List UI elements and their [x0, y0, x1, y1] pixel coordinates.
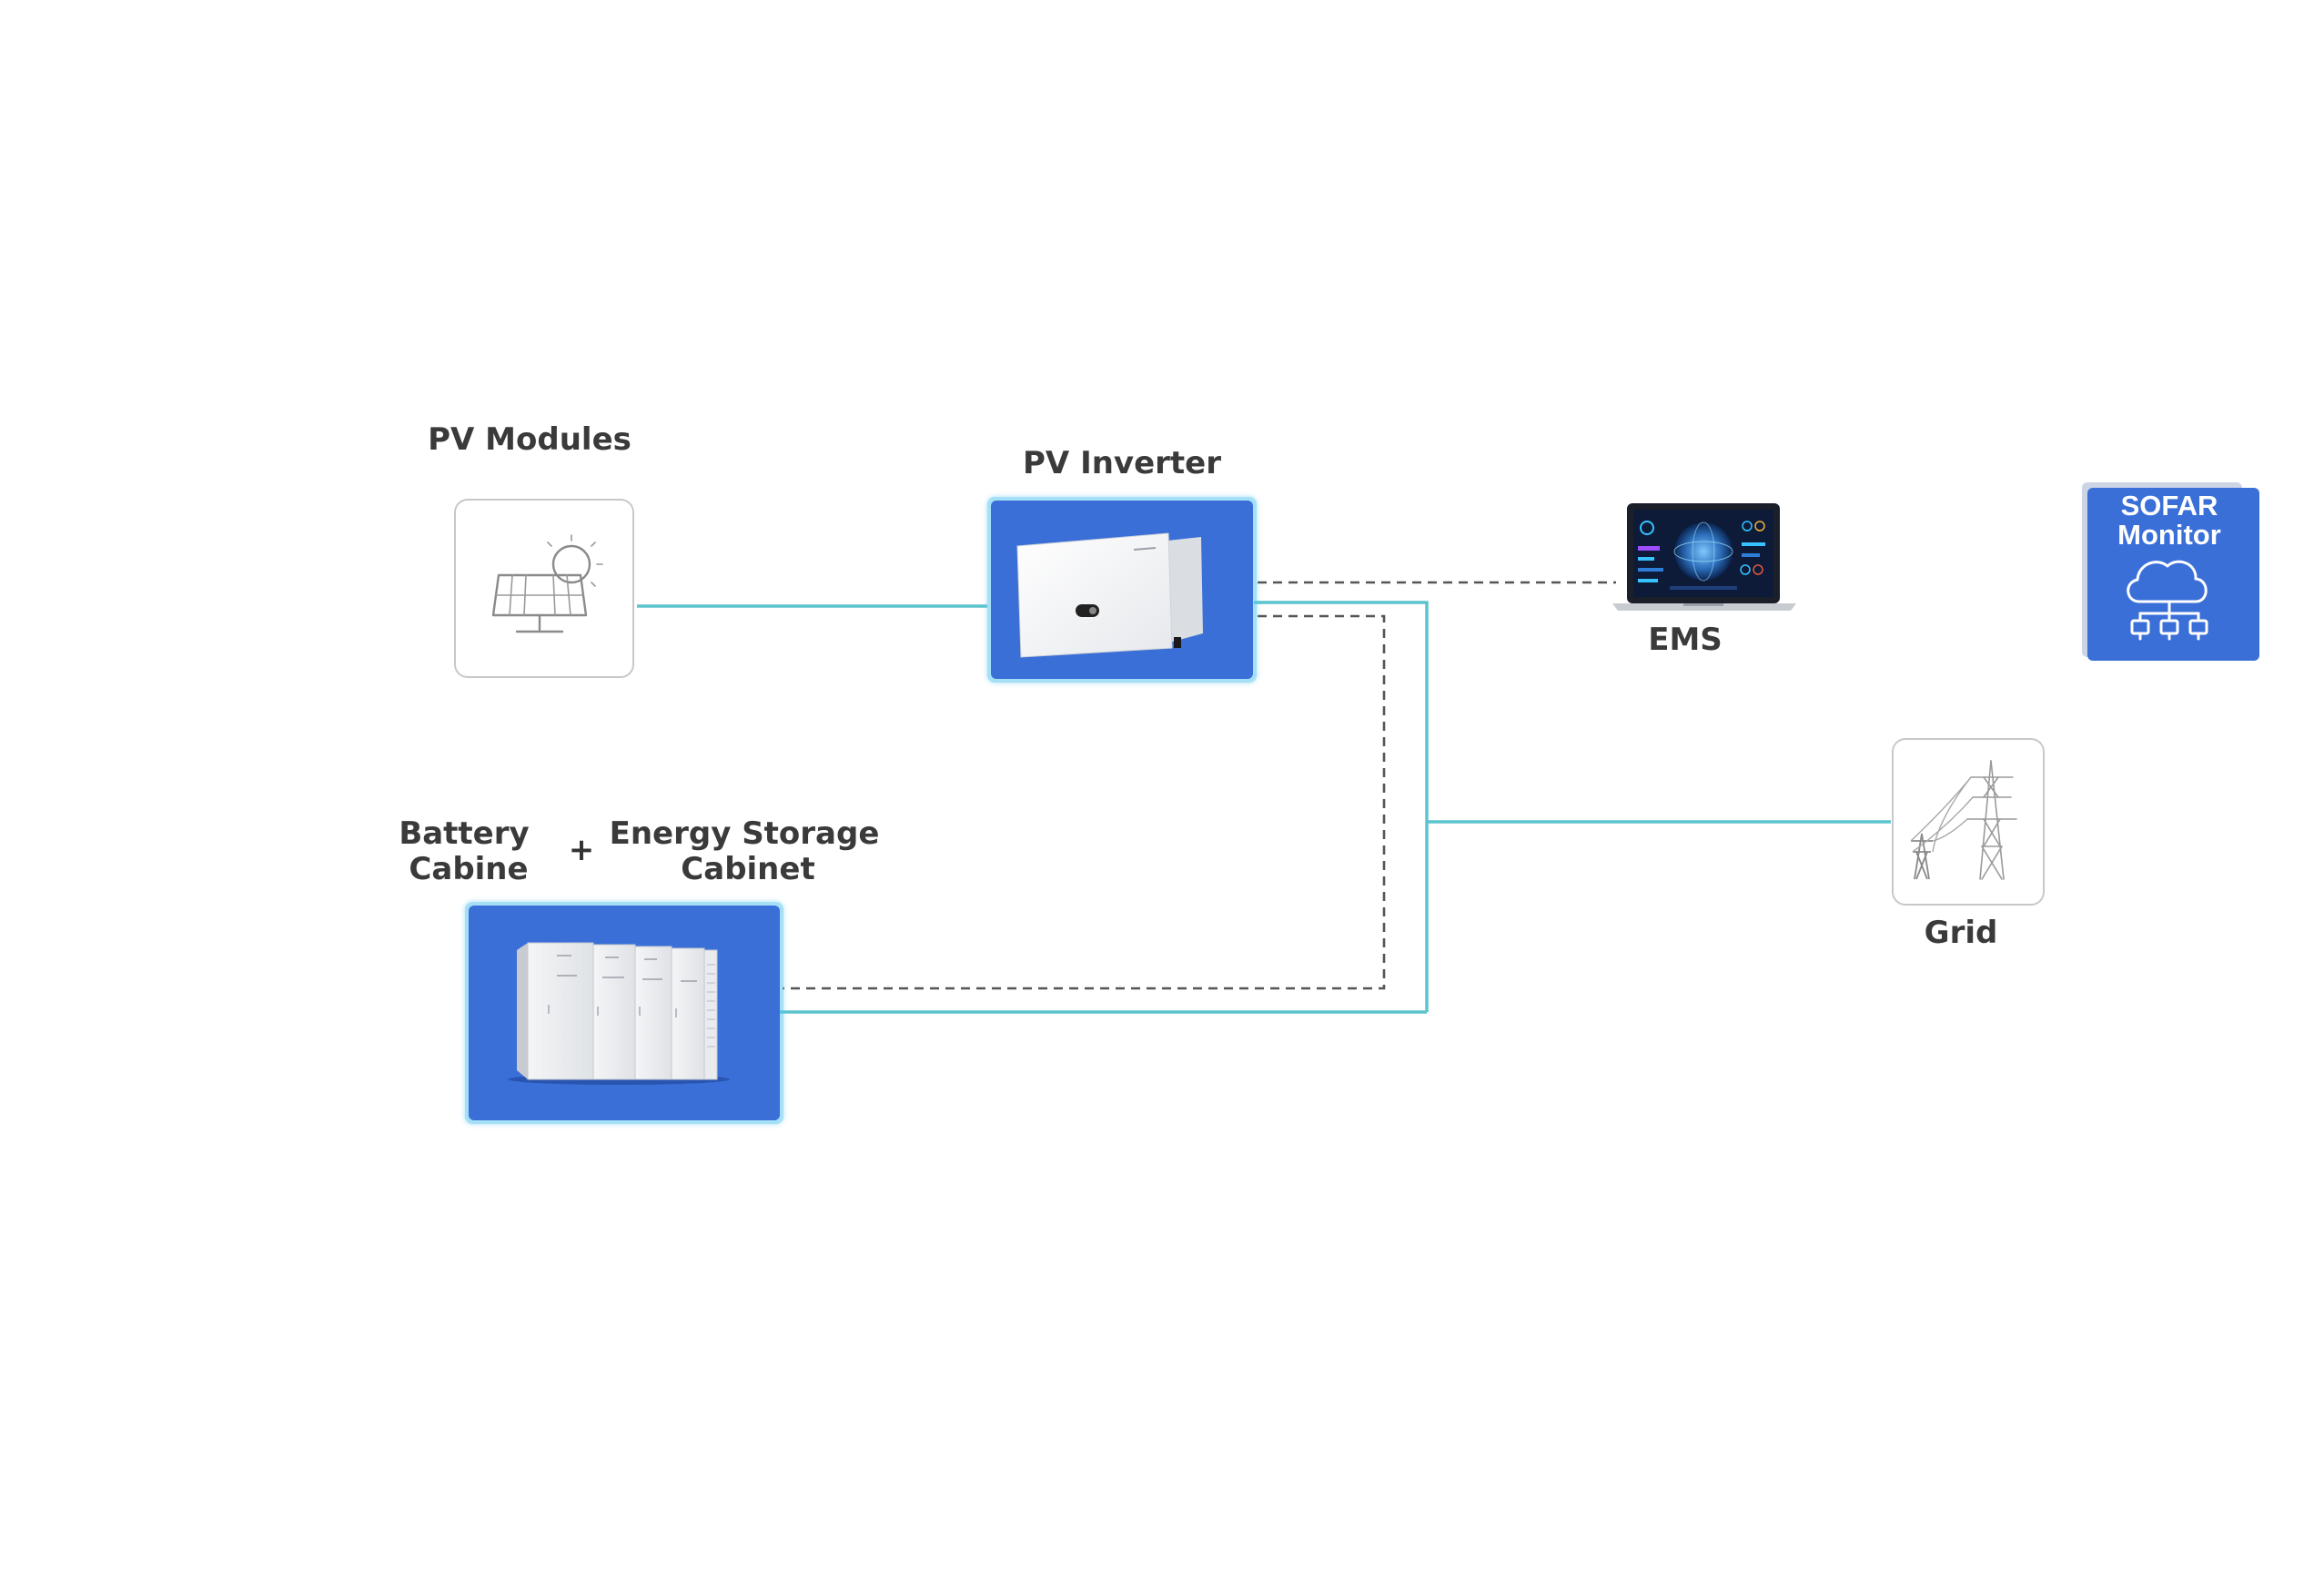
storage-node[interactable]: Battery Cabine + Energy Storage Cabinet [399, 815, 879, 1124]
pv-inverter-node[interactable]: PV Inverter [987, 445, 1257, 683]
cloud-network-icon [2127, 560, 2208, 641]
transmission-tower-icon [1910, 760, 2017, 880]
power-line-inverter-to-bus [1254, 601, 1429, 1012]
sofar-monitor-card [2087, 488, 2259, 661]
battery-label-line1: Battery [399, 815, 529, 852]
grid-label: Grid [1925, 915, 1998, 951]
sofar-monitor-title-line1: SOFAR [2121, 490, 2218, 521]
power-lines [637, 601, 1891, 1014]
pv-modules-card [454, 499, 634, 678]
solar-panel-icon [491, 534, 603, 633]
ems-node[interactable]: EMS [1612, 503, 1796, 658]
grid-node[interactable]: Grid [1892, 738, 2045, 951]
laptop-dashboard-icon [1612, 503, 1796, 611]
storage-cabinet-icon [508, 942, 730, 1085]
plus-sign: + [569, 832, 595, 868]
comm-line-inverter-to-storage [783, 614, 1386, 990]
communication-lines [783, 581, 1616, 990]
battery-label-line2: Cabine [409, 851, 528, 887]
pv-inverter-label: PV Inverter [1023, 445, 1221, 481]
sofar-monitor-title-line2: Monitor [2117, 519, 2221, 551]
grid-card [1892, 738, 2045, 906]
storage-label-line2: Cabinet [681, 851, 814, 887]
inverter-icon [1016, 532, 1203, 658]
pv-modules-node[interactable]: PV Modules [428, 421, 634, 678]
storage-label-line1: Energy Storage [610, 815, 880, 852]
ems-label: EMS [1648, 622, 1723, 658]
sofar-monitor-node[interactable]: SOFAR Monitor [2082, 482, 2259, 661]
pv-modules-label: PV Modules [428, 421, 632, 458]
